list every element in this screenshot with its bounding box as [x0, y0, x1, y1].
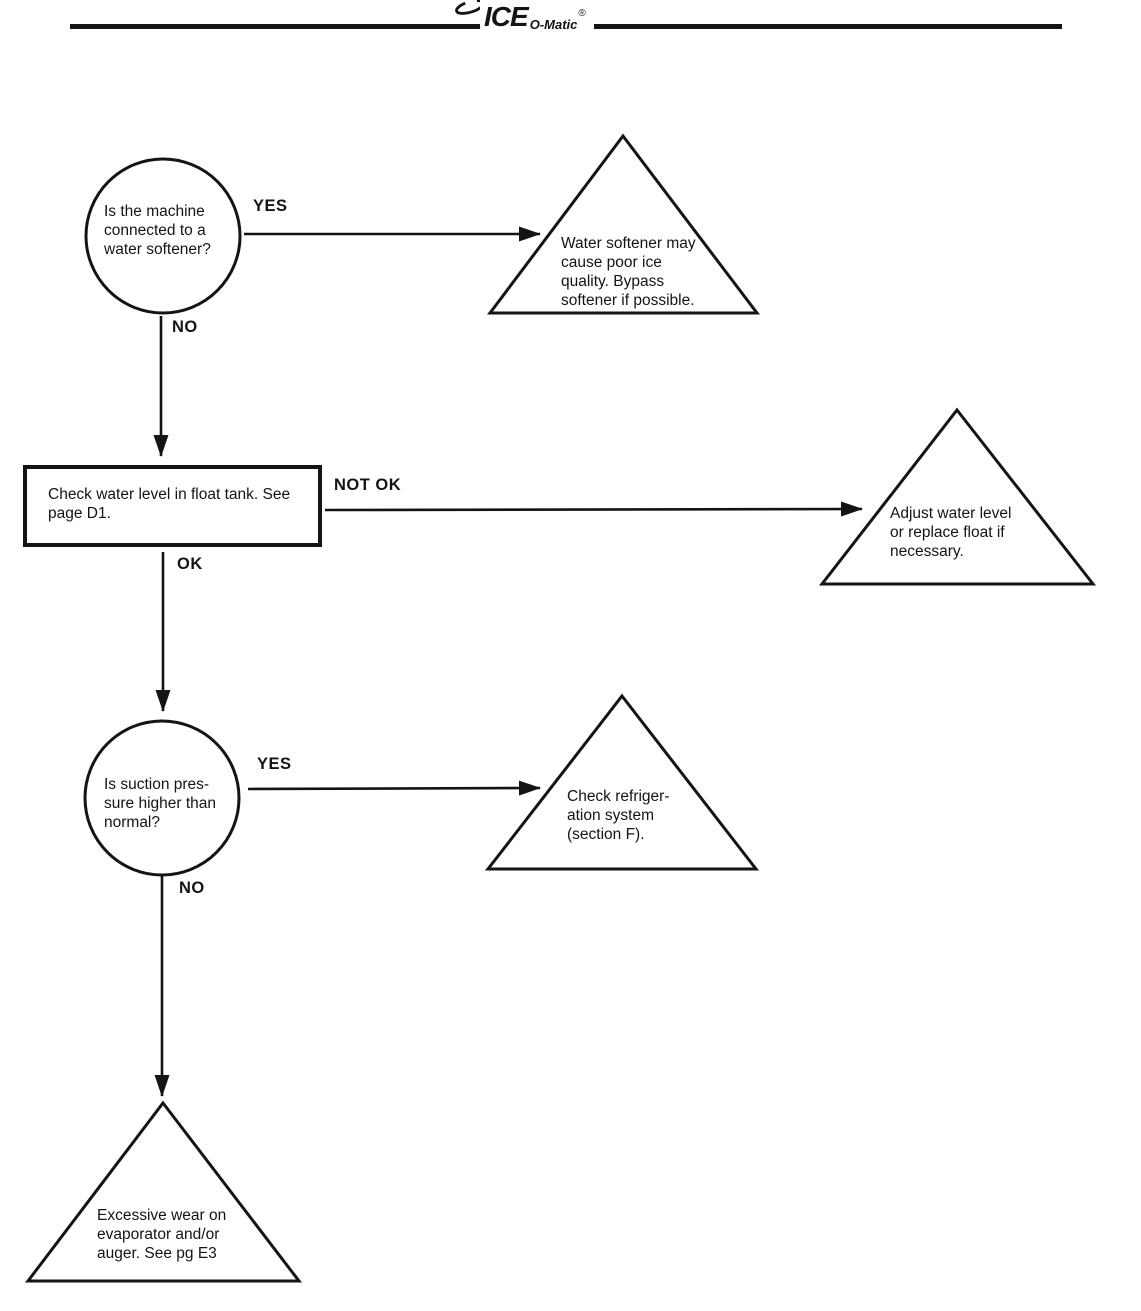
- terminal-triangle-excessive-wear: [24, 1100, 303, 1283]
- terminal-triangle-water-softener: [486, 133, 761, 315]
- node-text-water-softener-result: Water softener may cause poor ice qualit…: [561, 235, 696, 309]
- logo-main-text: ICE: [484, 1, 529, 32]
- node-text-suction-pressure-question: Is suction pres- sure higher than normal…: [104, 776, 217, 831]
- arrow-not-ok-to-adjust-water-level: [324, 501, 863, 517]
- process-rect-check-water-level: [23, 465, 322, 547]
- edge-label-no-1: NO: [172, 318, 198, 336]
- node-text-adjust-water-level: Adjust water level or replace float if n…: [890, 505, 1012, 560]
- node-text-check-refrigeration: Check refriger- ation system (section F)…: [567, 788, 670, 843]
- node-text-water-softener-question: Is the machine connected to a water soft…: [104, 203, 211, 258]
- terminal-triangle-adjust-water-level: [818, 407, 1097, 586]
- decision-circle-water-softener: [84, 157, 242, 315]
- arrow-yes-to-check-refrigeration: [247, 780, 541, 796]
- edge-label-not-ok: NOT OK: [334, 476, 402, 494]
- edge-label-no-2: NO: [179, 879, 205, 897]
- registered-mark: ®: [578, 8, 586, 19]
- edge-label-yes-2: YES: [257, 755, 292, 773]
- edge-label-ok: OK: [177, 555, 203, 573]
- node-text-excessive-wear: Excessive wear on evaporator and/or auge…: [97, 1207, 227, 1262]
- decision-circle-suction-pressure: [83, 719, 241, 877]
- logo-text: ICE O-Matic ®: [480, 0, 594, 32]
- edge-label-yes-1: YES: [253, 197, 288, 215]
- node-text-check-water-level: Check water level in float tank. See pag…: [48, 486, 291, 522]
- logo-sub-text: O-Matic: [529, 17, 578, 32]
- ice-o-matic-logo: ICE O-Matic ®: [450, 0, 594, 32]
- terminal-triangle-check-refrigeration: [484, 693, 760, 871]
